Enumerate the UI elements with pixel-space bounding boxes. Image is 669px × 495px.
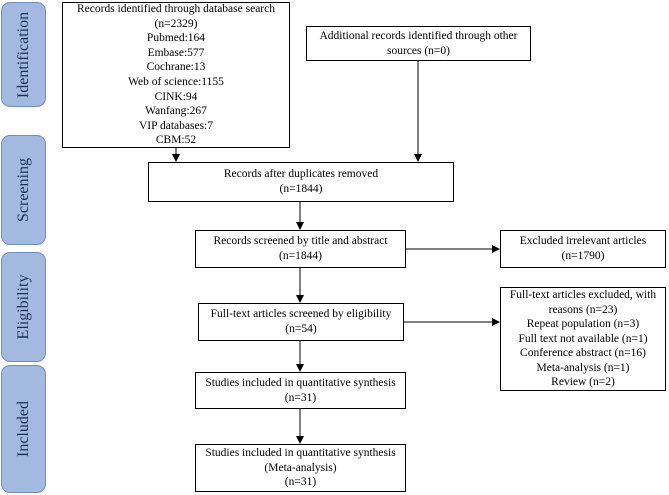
stage-eligibility-label: Eligibility <box>14 274 32 340</box>
stage-identification: Identification <box>1 2 46 107</box>
box-text-line: CBM:52 <box>155 134 197 147</box>
box-text-line: Meta-analysis (n=1) <box>536 361 630 374</box>
box-text-line: Studies included in quantitative synthes… <box>205 376 396 389</box>
stage-eligibility: Eligibility <box>1 252 46 362</box>
box-text-line: (Meta-analysis) <box>264 461 337 474</box>
box-text-line: (n=1844) <box>279 250 322 262</box>
box-full-text: Full-text articles screened by eligibili… <box>198 303 404 341</box>
stage-screening: Screening <box>1 135 46 245</box>
box-text-line: Full-text articles screened by eligibili… <box>210 308 392 321</box>
box-text-line: Excluded irrelevant articles <box>519 235 647 248</box>
box-text-line: Full text not available (n=1) <box>518 332 648 345</box>
box-text-line: reasons (n=23) <box>548 303 618 316</box>
box-text-line: (n=31) <box>284 391 317 404</box>
box-text-line: Cochrane:13 <box>146 61 206 74</box>
box-text-line: Pubmed:164 <box>146 32 206 45</box>
box-text-line: Additional records identified through ot… <box>319 29 518 42</box>
box-text-line: (n=54) <box>285 323 317 335</box>
box-text-line: CINK:94 <box>154 90 198 103</box>
box-text-line: sources (n=0) <box>386 44 450 57</box>
stage-included-label: Included <box>14 401 32 457</box>
box-text-line: Studies included in quantitative synthes… <box>205 447 396 460</box>
box-text-line: Conference abstract (n=16) <box>520 347 646 360</box>
box-text-line: Repeat population (n=3) <box>526 318 640 331</box>
box-other-sources: Additional records identified through ot… <box>306 26 531 61</box>
box-text-line: Wanfang:267 <box>145 105 207 118</box>
stage-identification-label: Identification <box>14 11 32 98</box>
box-duplicates-removed: Records after duplicates removed (n=1844) <box>148 162 454 202</box>
box-text-line: (n=31) <box>284 476 317 489</box>
box-text-line: Records after duplicates removed <box>223 168 379 181</box>
box-text-line: Full-text articles excluded, with <box>509 288 657 301</box>
box-full-text-excluded: Full-text articles excluded, with reasons… <box>500 287 666 391</box>
box-text-line: Records identified through database sear… <box>77 3 275 16</box>
box-text-line: (n=2329) <box>154 17 198 30</box>
box-text-line: Review (n=2) <box>551 376 615 389</box>
box-meta-analysis: Studies included in quantitative synthes… <box>195 444 406 492</box>
box-quantitative: Studies included in quantitative synthes… <box>195 372 406 409</box>
box-text-line: (n=1844) <box>279 183 323 195</box>
box-screened: Records screened by title and abstract (n… <box>195 230 406 268</box>
box-database-search: Records identified through database sear… <box>62 2 290 148</box>
box-text-line: Embase:577 <box>147 46 205 59</box>
box-text-line: Records screened by title and abstract <box>213 235 388 248</box>
box-excluded-irrelevant: Excluded irrelevant articles (n=1790) <box>500 230 666 268</box>
box-text-line: (n=1790) <box>561 250 605 262</box>
stage-screening-label: Screening <box>14 158 32 222</box>
box-text-line: Web of science:1155 <box>128 76 224 88</box>
box-text-line: VIP databases:7 <box>139 119 213 132</box>
stage-included: Included <box>1 365 46 493</box>
